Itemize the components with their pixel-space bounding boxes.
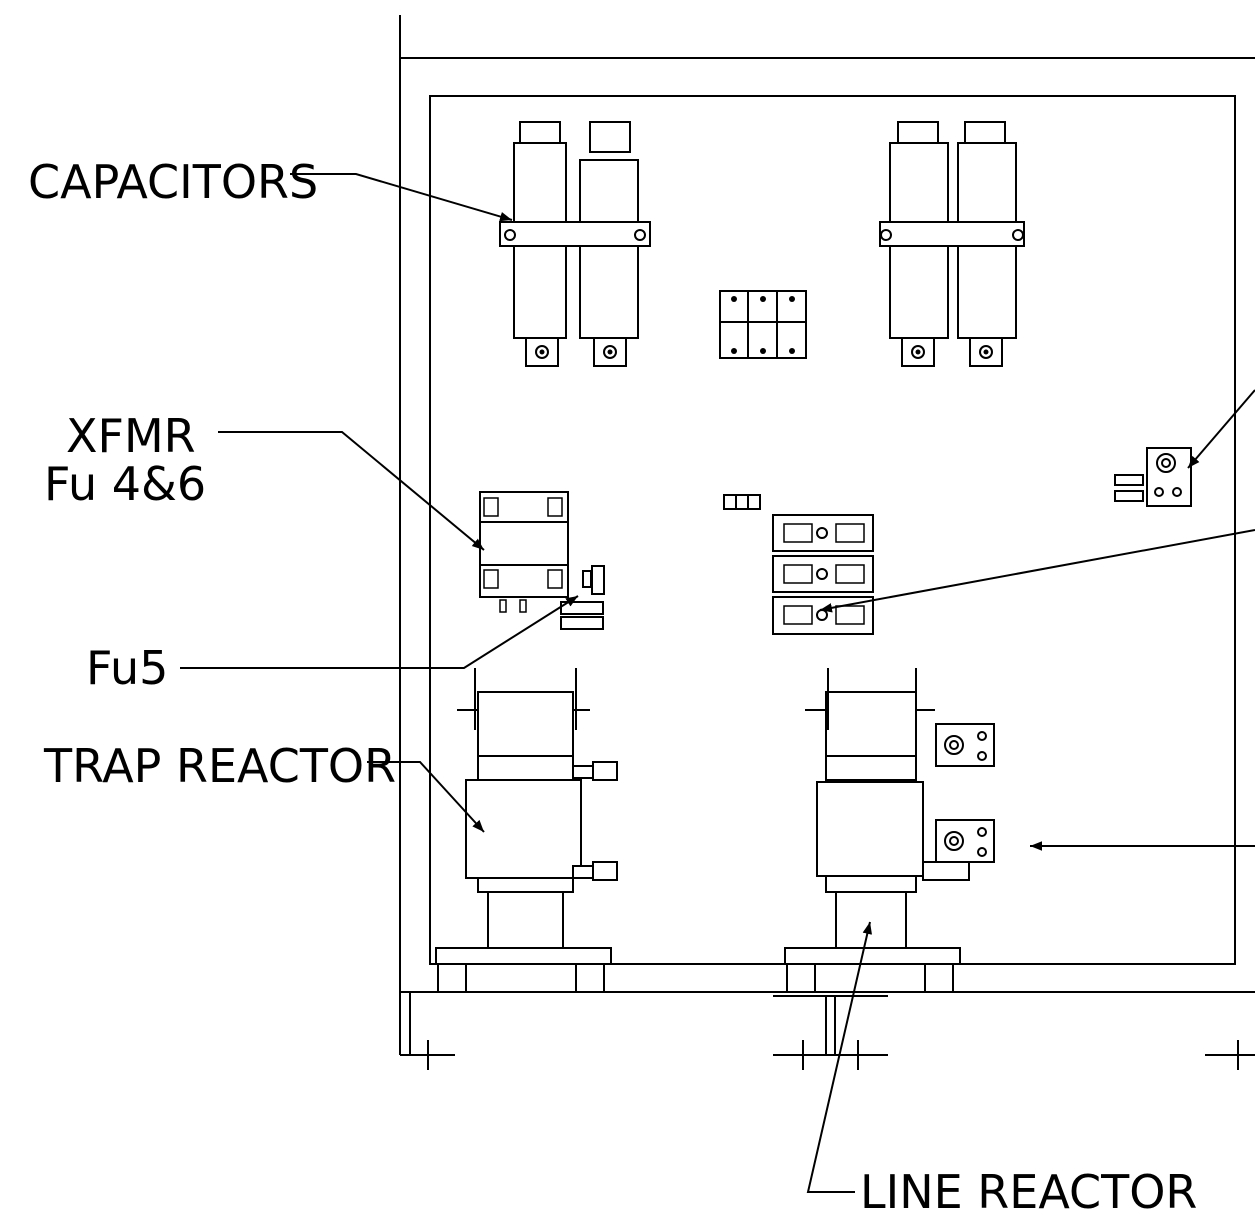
trap-reactor [435,668,618,993]
line-reactor [784,668,995,993]
fuse-block [719,290,807,359]
trap-reactor-label: TRAP REACTOR [43,739,396,793]
capacitors-label: CAPACITORS [28,155,318,209]
xfmr-fuse-label: Fu 4&6 [44,457,206,511]
xfmr-transformer [479,491,569,613]
fu5-label: Fu5 [86,641,168,695]
leader-lines [180,173,1255,1193]
ground-lug [1114,447,1192,507]
terminal-blocks [772,514,874,635]
line-reactor-label: LINE REACTOR [860,1165,1197,1215]
capacitor-bank-left [499,121,651,367]
terminal-strip [723,494,761,510]
fu5-fuse [560,565,605,630]
capacitor-bank-right [879,121,1025,367]
xfmr-label: XFMR [66,409,196,463]
